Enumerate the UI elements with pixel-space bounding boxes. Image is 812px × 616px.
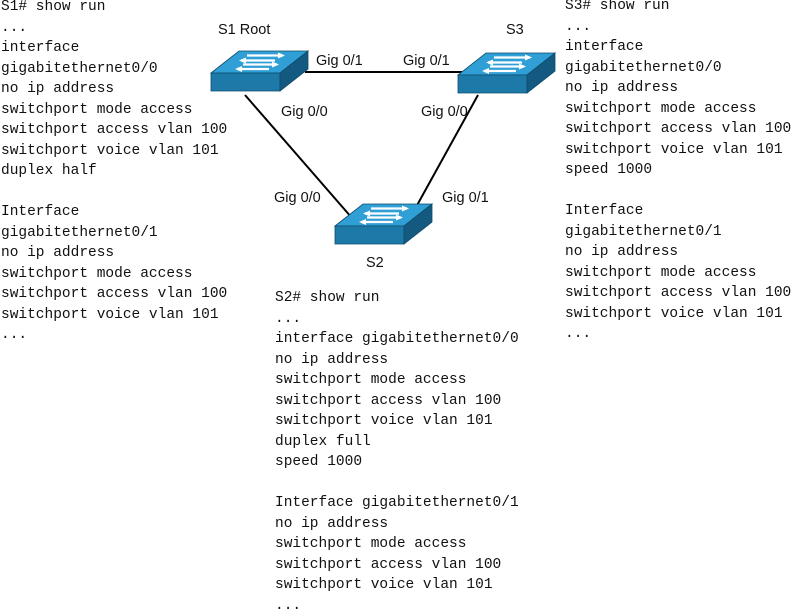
port-label-s1-gig01: Gig 0/1 — [316, 53, 363, 69]
config-line: ... — [1, 18, 227, 39]
config-line: switchport voice vlan 101 — [1, 305, 227, 326]
config-line: switchport mode access — [565, 263, 791, 284]
switch-label-s2: S2 — [366, 255, 384, 271]
config-line: gigabitethernet0/0 — [565, 58, 791, 79]
config-line: gigabitethernet0/0 — [1, 59, 227, 80]
config-line: S2# show run — [275, 288, 519, 309]
config-line: ... — [1, 325, 227, 346]
config-line — [1, 182, 227, 203]
config-line: no ip address — [565, 78, 791, 99]
config-line: ... — [565, 17, 791, 38]
config-line: interface gigabitethernet0/0 — [275, 329, 519, 350]
config-line: Interface — [1, 202, 227, 223]
config-line: speed 1000 — [275, 452, 519, 473]
config-line: no ip address — [275, 350, 519, 371]
config-line: Interface gigabitethernet0/1 — [275, 493, 519, 514]
port-label-s2-gig00: Gig 0/0 — [274, 190, 321, 206]
port-label-s2-gig01: Gig 0/1 — [442, 190, 489, 206]
config-line: duplex half — [1, 161, 227, 182]
config-line: no ip address — [565, 242, 791, 263]
config-line: switchport access vlan 100 — [275, 391, 519, 412]
config-line: switchport voice vlan 101 — [565, 304, 791, 325]
config-line: ... — [275, 309, 519, 330]
config-line: ... — [275, 596, 519, 616]
config-line: gigabitethernet0/1 — [565, 222, 791, 243]
config-line: Interface — [565, 201, 791, 222]
config-line — [275, 473, 519, 494]
port-label-s1-gig00: Gig 0/0 — [281, 104, 328, 120]
config-line: speed 1000 — [565, 160, 791, 181]
config-line: S3# show run — [565, 0, 791, 17]
config-line: interface — [1, 38, 227, 59]
switch-s3 — [458, 53, 555, 93]
config-line: switchport access vlan 100 — [1, 284, 227, 305]
config-line: no ip address — [1, 79, 227, 100]
config-line: switchport voice vlan 101 — [565, 140, 791, 161]
port-label-s3-gig01: Gig 0/1 — [403, 53, 450, 69]
config-line: switchport mode access — [1, 264, 227, 285]
config-line: switchport voice vlan 101 — [275, 575, 519, 596]
config-line: switchport access vlan 100 — [1, 120, 227, 141]
switch-s2 — [335, 204, 432, 244]
switch-icon — [335, 204, 432, 244]
config-line: no ip address — [1, 243, 227, 264]
config-line: S1# show run — [1, 0, 227, 18]
config-line: ... — [565, 324, 791, 345]
config-line: switchport access vlan 100 — [565, 283, 791, 304]
config-line: no ip address — [275, 514, 519, 535]
config-line: switchport mode access — [275, 370, 519, 391]
config-line: switchport voice vlan 101 — [275, 411, 519, 432]
config-line: gigabitethernet0/1 — [1, 223, 227, 244]
config-line — [565, 181, 791, 202]
config-line: switchport access vlan 100 — [275, 555, 519, 576]
port-label-s3-gig00: Gig 0/0 — [421, 104, 468, 120]
config-line: switchport mode access — [275, 534, 519, 555]
s2-running-config: S2# show run...interface gigabitethernet… — [275, 288, 519, 616]
switch-label-s3: S3 — [506, 22, 524, 38]
config-line: duplex full — [275, 432, 519, 453]
config-line: switchport mode access — [1, 100, 227, 121]
config-line: switchport voice vlan 101 — [1, 141, 227, 162]
config-line: switchport mode access — [565, 99, 791, 120]
config-line: interface — [565, 37, 791, 58]
config-line: switchport access vlan 100 — [565, 119, 791, 140]
switch-icon — [458, 53, 555, 93]
